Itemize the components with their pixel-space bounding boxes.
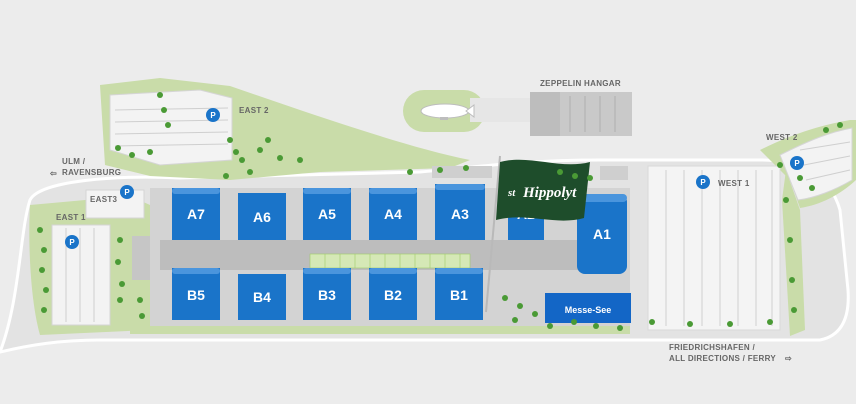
hall-a6-label: A6 — [253, 209, 271, 225]
arrow-left-icon: ⇦ — [49, 169, 57, 178]
green-strip-west1 — [782, 170, 805, 336]
parking-marker-west1[interactable]: P — [696, 175, 710, 189]
lake-messe-see: Messe-See — [545, 293, 631, 323]
label-ravensburg: RAVENSBURG — [62, 168, 121, 177]
parking-marker-west2[interactable]: P — [790, 156, 804, 170]
lake-label: Messe-See — [565, 305, 612, 315]
label-zeppelin-hangar: ZEPPELIN HANGAR — [540, 79, 621, 88]
parking-east1-label: P — [69, 238, 75, 247]
parking-east2-label: P — [210, 111, 216, 120]
zeppelin-hangar-grid — [569, 96, 616, 132]
hall-a5-label: A5 — [318, 206, 336, 222]
label-west1: WEST 1 — [718, 179, 750, 188]
hall-b5[interactable]: B5 — [172, 268, 220, 320]
label-east2: EAST 2 — [239, 106, 269, 115]
parking-east3-label: P — [124, 188, 130, 197]
parking-marker-east1[interactable]: P — [65, 235, 79, 249]
parking-marker-east2[interactable]: P — [206, 108, 220, 122]
label-east1: EAST 1 — [56, 213, 86, 222]
parking-west1-label: P — [700, 178, 706, 187]
label-west2: WEST 2 — [766, 133, 798, 142]
hall-a1-label: A1 — [593, 226, 611, 242]
hall-corridor-green-lines — [324, 254, 461, 268]
zeppelin-apron — [470, 98, 535, 122]
hall-b3-label: B3 — [318, 287, 336, 303]
zeppelin-hangar-roof — [560, 92, 632, 136]
brand-flag-icon: st Hippolyt — [485, 155, 590, 313]
hall-b4-label: B4 — [253, 289, 271, 305]
trees — [37, 92, 843, 331]
brand-prefix: st — [507, 187, 516, 199]
hall-b3[interactable]: B3 — [303, 268, 351, 320]
label-friedrichshafen: FRIEDRICHSHAFEN / — [669, 343, 755, 352]
hall-a6[interactable]: A6 — [238, 193, 286, 240]
parking-east3 — [85, 189, 145, 219]
hall-a5[interactable]: A5 — [303, 188, 351, 240]
hall-a1[interactable]: A1 — [577, 194, 627, 274]
service-building-north — [432, 166, 492, 178]
brand-name: Hippolyt — [522, 185, 577, 201]
label-all-directions: ALL DIRECTIONS / FERRY — [669, 354, 776, 363]
parking-west1-stripes — [665, 170, 773, 326]
arrow-right-icon: ⇨ — [785, 354, 792, 363]
parking-marker-east3[interactable]: P — [120, 185, 134, 199]
hall-b2[interactable]: B2 — [369, 268, 417, 320]
parking-west2-stripes — [799, 141, 851, 181]
hall-b1-label: B1 — [450, 287, 468, 303]
hall-corridor-green — [309, 253, 471, 269]
hall-a3-label: A3 — [451, 206, 469, 222]
parking-west1 — [647, 165, 781, 331]
hall-a4[interactable]: A4 — [369, 188, 417, 240]
hall-a4-label: A4 — [384, 206, 402, 222]
zeppelin-icon — [420, 103, 475, 120]
service-building-east — [132, 236, 150, 280]
hall-b1[interactable]: B1 — [435, 268, 483, 320]
parking-east2 — [109, 89, 233, 166]
hall-a7[interactable]: A7 — [172, 188, 220, 240]
parking-west2-label: P — [794, 159, 800, 168]
hall-a3[interactable]: A3 — [435, 184, 485, 240]
hall-a7-label: A7 — [187, 206, 205, 222]
parking-west2 — [779, 127, 853, 201]
hall-b4[interactable]: B4 — [238, 274, 286, 320]
label-east3: EAST3 — [90, 195, 118, 204]
parking-east1 — [51, 224, 111, 326]
hall-b5-label: B5 — [187, 287, 205, 303]
hall-b2-label: B2 — [384, 287, 402, 303]
label-ulm: ULM / — [62, 157, 86, 166]
service-building-ne — [600, 166, 628, 180]
